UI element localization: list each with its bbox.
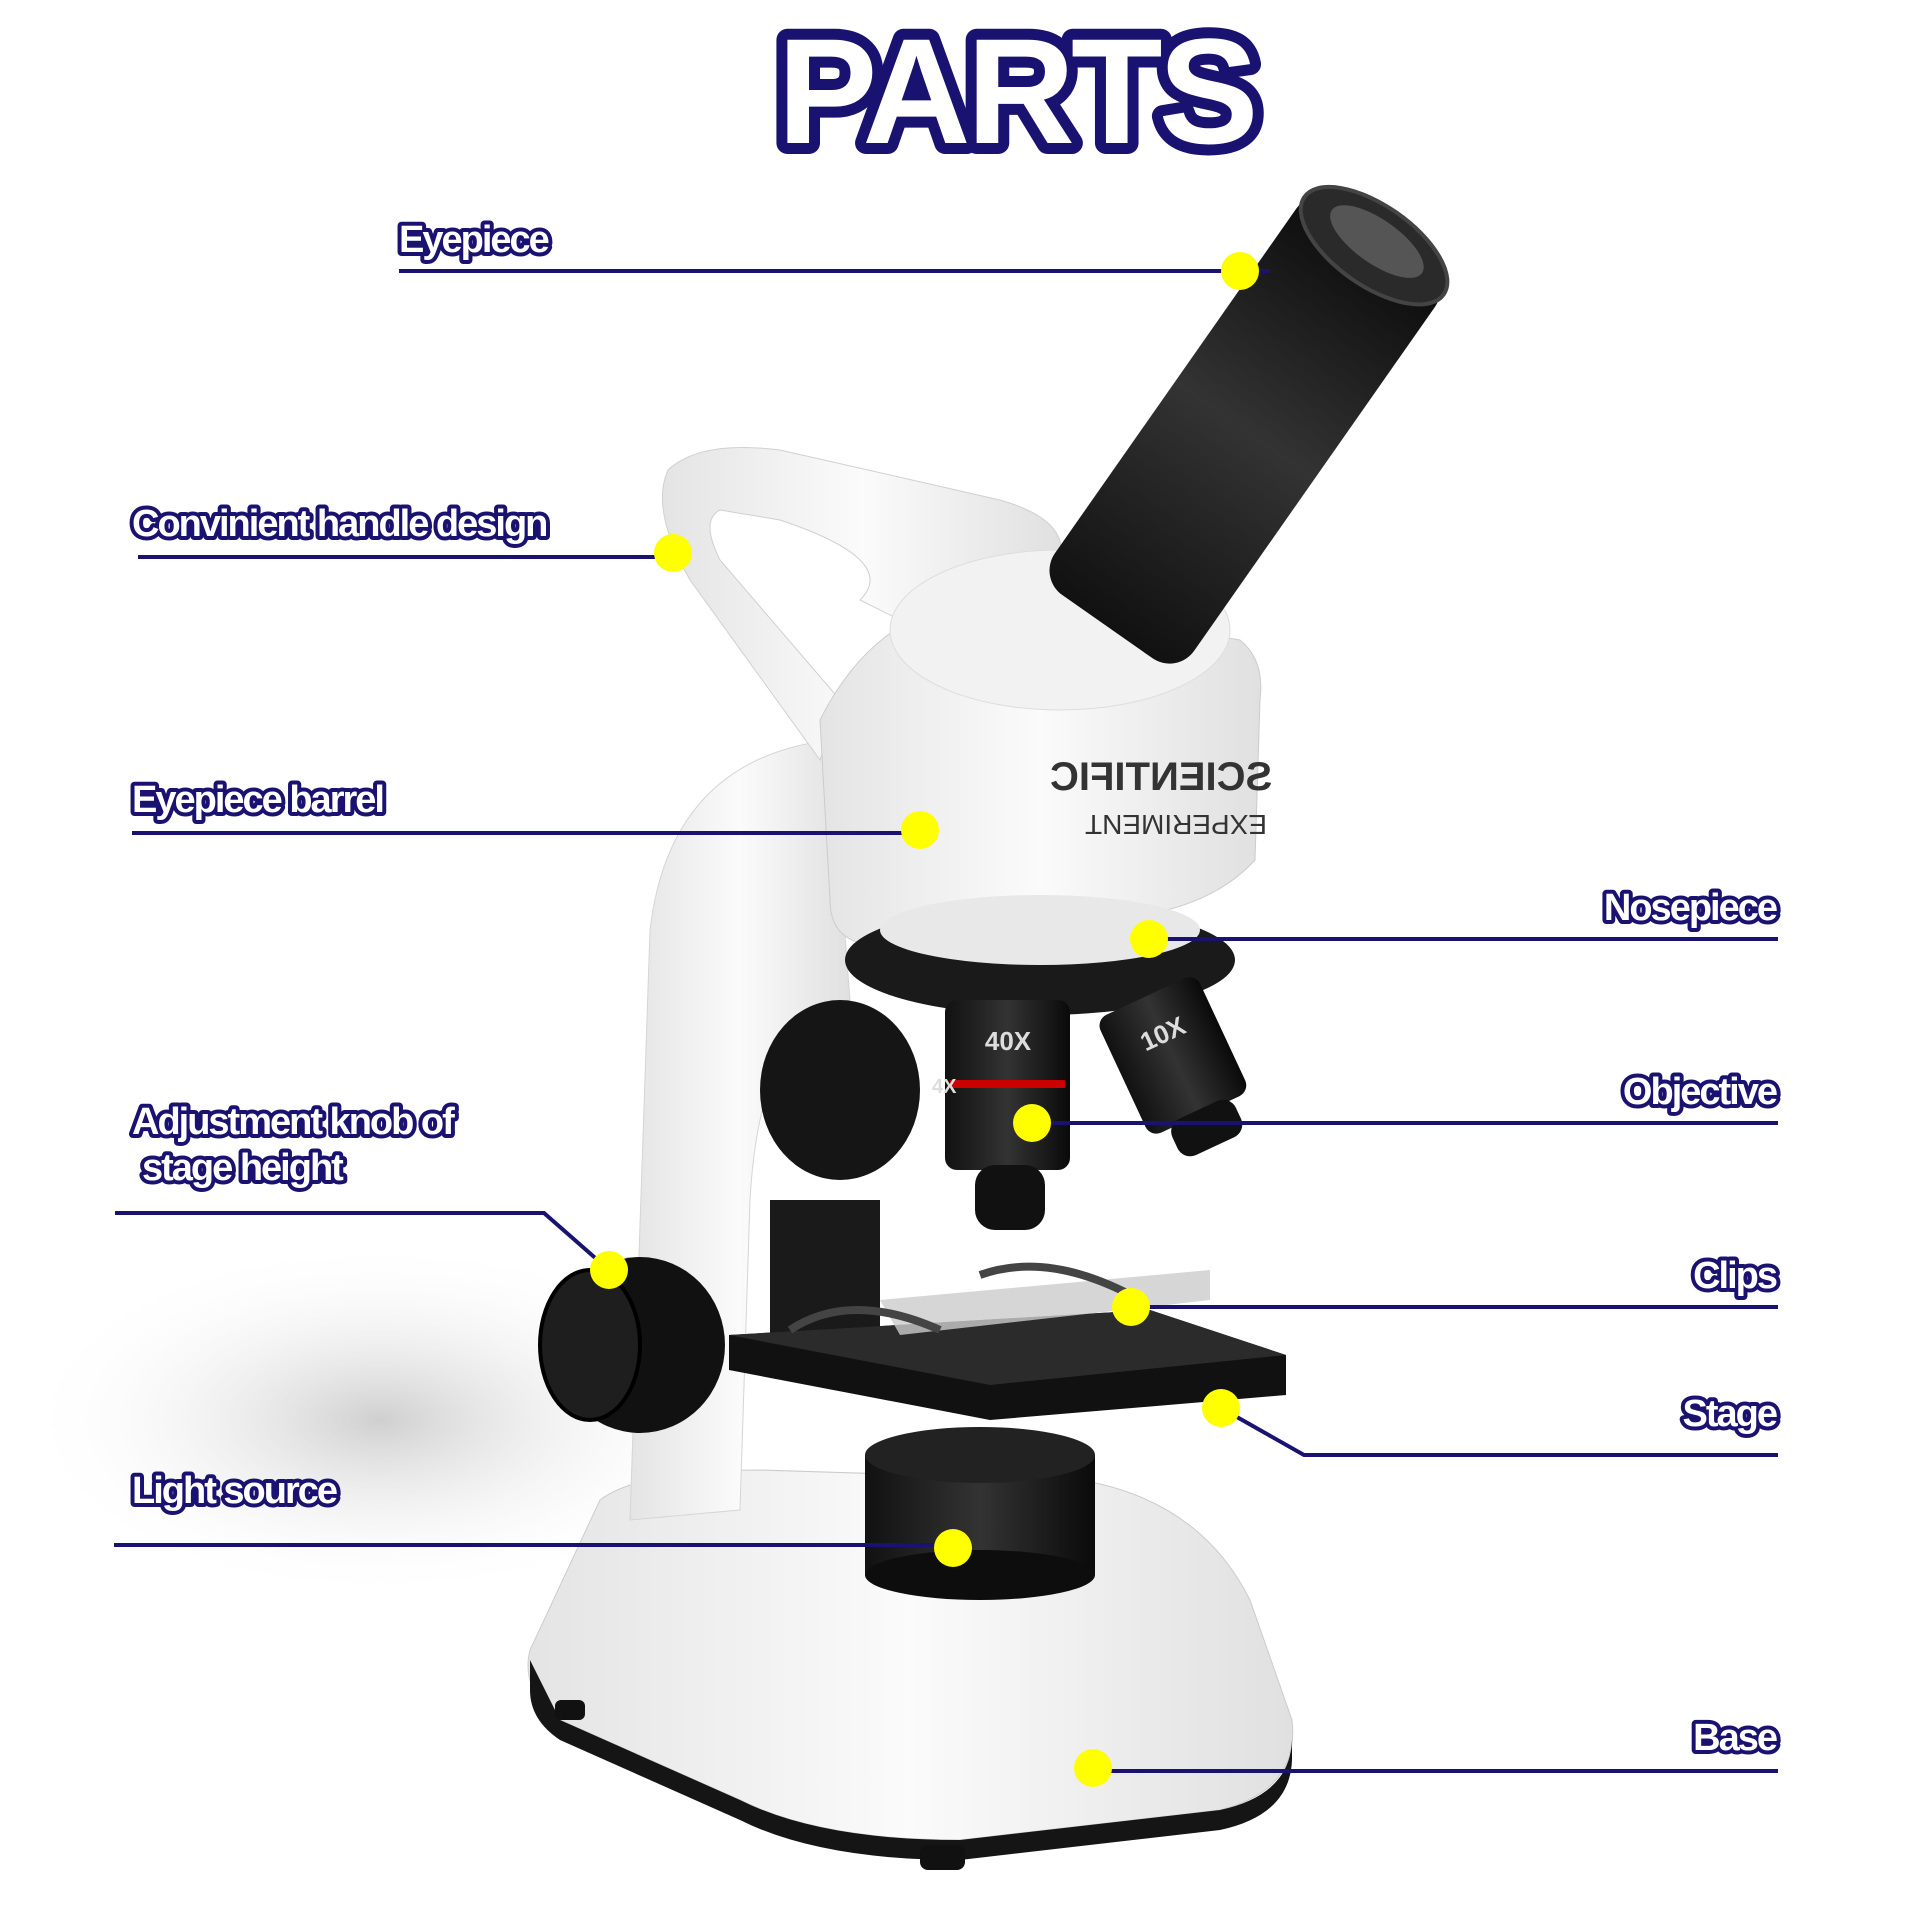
label-nosepiece: Nosepiece <box>1604 887 1777 929</box>
leader-stage <box>1220 1406 1778 1457</box>
marker-dot-barrel <box>901 811 939 849</box>
marker-dot-eyepiece <box>1221 252 1259 290</box>
label-stage: Stage <box>1683 1393 1777 1435</box>
brand-text-2: EXPERIMENT <box>1085 809 1267 840</box>
marker-dot-base <box>1074 1749 1112 1787</box>
marker-dot-clips <box>1112 1288 1150 1326</box>
label-barrel: Eyepiece barrel <box>132 779 383 821</box>
marker-dot-stage <box>1202 1389 1240 1427</box>
marker-dot-nosepiece <box>1130 920 1168 958</box>
handle <box>661 447 1062 762</box>
eyepiece-tube <box>1049 184 1450 664</box>
brand-text-1: SCIENTIFIC <box>1050 755 1272 799</box>
page-title: PARTS <box>777 7 1254 175</box>
label-eyepiece: Eyepiece <box>399 219 549 261</box>
labels: Eyepiece Convinient handle design Eyepie… <box>128 215 1783 1763</box>
label-objective: Objective <box>1623 1071 1777 1113</box>
microscope-illustration: SCIENTIFIC EXPERIMENT 40X 10X 4X <box>20 184 1450 1870</box>
light-source <box>865 1427 1095 1600</box>
label-knob-line1: Adjustment knob of <box>132 1101 455 1143</box>
marker-dot-knob <box>590 1251 628 1289</box>
marker-dot-handle <box>654 534 692 572</box>
clips <box>787 1262 1142 1334</box>
label-handle: Convinient handle design <box>132 503 546 545</box>
slide <box>880 1270 1210 1335</box>
label-clips: Clips <box>1693 1255 1777 1297</box>
marker-dot-objective <box>1013 1104 1051 1142</box>
leader-knob <box>115 1211 611 1272</box>
marker-dots <box>590 252 1259 1787</box>
svg-text:40X: 40X <box>985 1026 1032 1056</box>
label-light: Light source <box>132 1470 337 1512</box>
marker-dot-light <box>934 1529 972 1567</box>
leader-lines <box>114 269 1778 1773</box>
label-knob-line2: stage height <box>142 1147 344 1189</box>
objective-10x: 10X <box>1099 977 1247 1157</box>
label-base: Base <box>1693 1717 1777 1759</box>
objective-40x: 40X <box>945 1000 1070 1230</box>
objective-4x-label: 4X <box>932 1076 957 1098</box>
base-bottom <box>530 1660 1292 1860</box>
